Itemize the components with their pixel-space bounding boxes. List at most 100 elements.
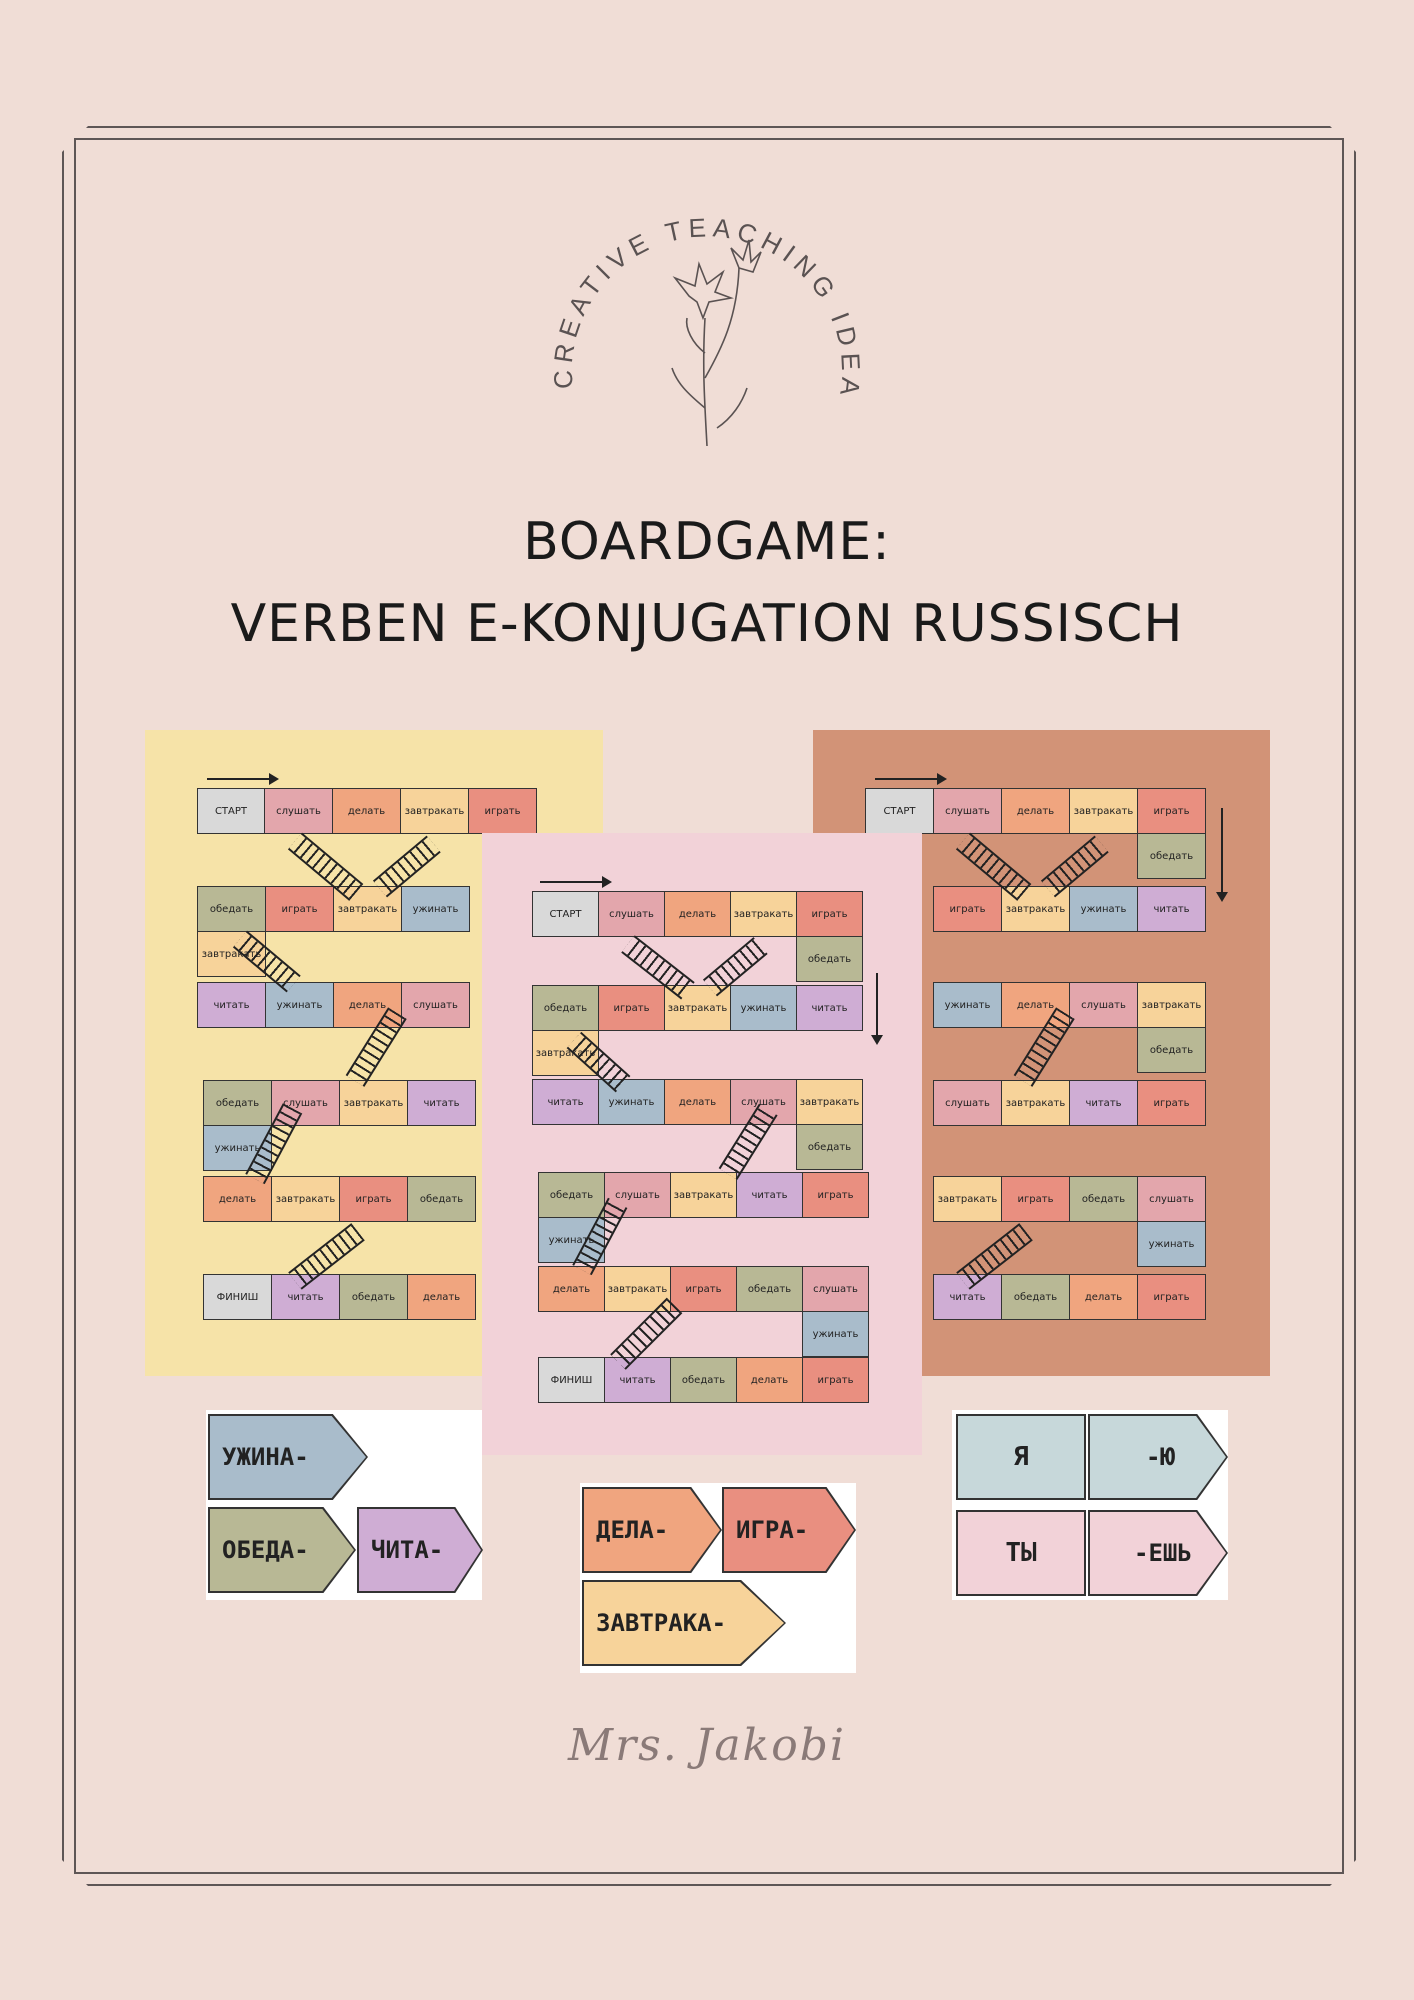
board-cell: завтракать	[1069, 788, 1138, 834]
board-cell: обедать	[532, 985, 599, 1031]
board-cell: читать	[1137, 886, 1206, 932]
board-cell: ФИНИШ	[538, 1357, 605, 1403]
board-cell: завтракать	[933, 1176, 1002, 1222]
board-cell: делать	[736, 1357, 803, 1403]
board-cell: читать	[407, 1080, 476, 1126]
board-cell: СТАРТ	[197, 788, 265, 834]
board-cell: играть	[265, 886, 334, 932]
board-cell: читать	[796, 985, 863, 1031]
logo: CREATIVE TEACHING IDEAS	[517, 178, 866, 447]
board-cell: делать	[664, 1079, 731, 1125]
svg-text:CREATIVE TEACHING IDEAS: CREATIVE TEACHING IDEAS	[517, 178, 866, 403]
board-cell: читать	[532, 1079, 599, 1125]
board-cell: ужинать	[730, 985, 797, 1031]
pronoun-card: ТЫ	[956, 1510, 1086, 1596]
board-cell: слушать	[401, 982, 470, 1028]
board-cell: играть	[339, 1176, 408, 1222]
board-cell: играть	[1137, 788, 1206, 834]
board-cell: обедать	[1001, 1274, 1070, 1320]
pronoun-card: Я	[956, 1414, 1086, 1500]
arrow-down	[1216, 808, 1228, 902]
arrow-right	[875, 773, 947, 785]
signature: Mrs. Jakobi	[568, 1720, 846, 1771]
board-cell: слушать	[264, 788, 333, 834]
board-cell: ужинать	[933, 982, 1002, 1028]
board-cell: ФИНИШ	[203, 1274, 272, 1320]
board-cell: обедать	[203, 1080, 272, 1126]
board-cell: читать	[1069, 1080, 1138, 1126]
board-cell: обедать	[1137, 833, 1206, 879]
verb-stem-card: ЗАВТРАКА-	[584, 1582, 784, 1664]
board-cell: ужинать	[265, 982, 334, 1028]
arrow-down	[871, 973, 883, 1045]
board-cell: СТАРТ	[865, 788, 934, 834]
board-cell: завтракать	[730, 891, 797, 937]
board-cell: слушать	[933, 788, 1002, 834]
ending-card: -ЕШЬ	[1090, 1512, 1226, 1594]
board-cell: играть	[598, 985, 665, 1031]
arrow-right	[207, 773, 279, 785]
decorative-frame-inner	[74, 138, 1344, 1874]
board-cell: ужинать	[1137, 1221, 1206, 1267]
board-cell: слушать	[802, 1266, 869, 1312]
board-cell: делать	[538, 1266, 605, 1312]
board-cell: обедать	[197, 886, 266, 932]
board-cell: играть	[670, 1266, 737, 1312]
logo-text: CREATIVE TEACHING IDEAS	[517, 178, 860, 403]
board-cell: обедать	[796, 936, 863, 982]
board-cell: делать	[1069, 1274, 1138, 1320]
board-cell: ужинать	[401, 886, 470, 932]
board-cell: ужинать	[1069, 886, 1138, 932]
board-cell: читать	[197, 982, 266, 1028]
decorative-frame-outer	[62, 126, 1356, 1886]
board-cell: обедать	[1137, 1027, 1206, 1073]
board-cell: делать	[332, 788, 401, 834]
board-cell: читать	[736, 1172, 803, 1218]
board-cell: делать	[1001, 788, 1070, 834]
board-cell: играть	[1137, 1080, 1206, 1126]
board-cell: завтракать	[271, 1176, 340, 1222]
board-cell: завтракать	[339, 1080, 408, 1126]
board-cell: обедать	[670, 1357, 737, 1403]
board-cell: завтракать	[400, 788, 469, 834]
board-cell: делать	[203, 1176, 272, 1222]
board-cell: слушать	[1137, 1176, 1206, 1222]
board-cell: ужинать	[802, 1311, 869, 1357]
board-cell: обедать	[796, 1124, 863, 1170]
board-pink: СТАРТ слушать делать завтракать играть о…	[482, 833, 922, 1455]
board-cell: обедать	[538, 1172, 605, 1218]
title-line-1: BOARDGAME:	[523, 512, 891, 572]
board-cell: слушать	[933, 1080, 1002, 1126]
board-cell: слушать	[1069, 982, 1138, 1028]
board-cell: играть	[933, 886, 1002, 932]
board-cell: играть	[796, 891, 863, 937]
verb-stem-card: ИГРА-	[724, 1489, 854, 1571]
ending-card: -Ю	[1090, 1416, 1226, 1498]
board-cell: играть	[802, 1172, 869, 1218]
verb-stem-card: ЧИТА-	[359, 1509, 481, 1591]
board-cell: завтракать	[1137, 982, 1206, 1028]
board-cell: завтракать	[1001, 1080, 1070, 1126]
board-cell: играть	[802, 1357, 869, 1403]
board-cell: обедать	[736, 1266, 803, 1312]
board-cell: читать	[604, 1357, 671, 1403]
board-cell: завтракать	[670, 1172, 737, 1218]
board-cell: слушать	[604, 1172, 671, 1218]
board-cell: обедать	[339, 1274, 408, 1320]
verb-stem-card: ОБЕДА-	[210, 1509, 354, 1591]
board-cell: играть	[1001, 1176, 1070, 1222]
board-cell: завтракать	[796, 1079, 863, 1125]
board-cell: слушать	[598, 891, 665, 937]
board-cell: делать	[407, 1274, 476, 1320]
board-cell: обедать	[407, 1176, 476, 1222]
board-cell: делать	[664, 891, 731, 937]
board-cell: играть	[468, 788, 537, 834]
verb-stem-card: ДЕЛА-	[584, 1489, 720, 1571]
board-cell: играть	[1137, 1274, 1206, 1320]
verb-stem-card: УЖИНА-	[210, 1416, 366, 1498]
title-line-2: VERBEN E-KONJUGATION RUSSISCH	[230, 594, 1184, 654]
lily-flower-icon	[671, 239, 762, 447]
board-cell: СТАРТ	[532, 891, 599, 937]
board-cell: обедать	[1069, 1176, 1138, 1222]
arrow-right	[540, 876, 612, 888]
